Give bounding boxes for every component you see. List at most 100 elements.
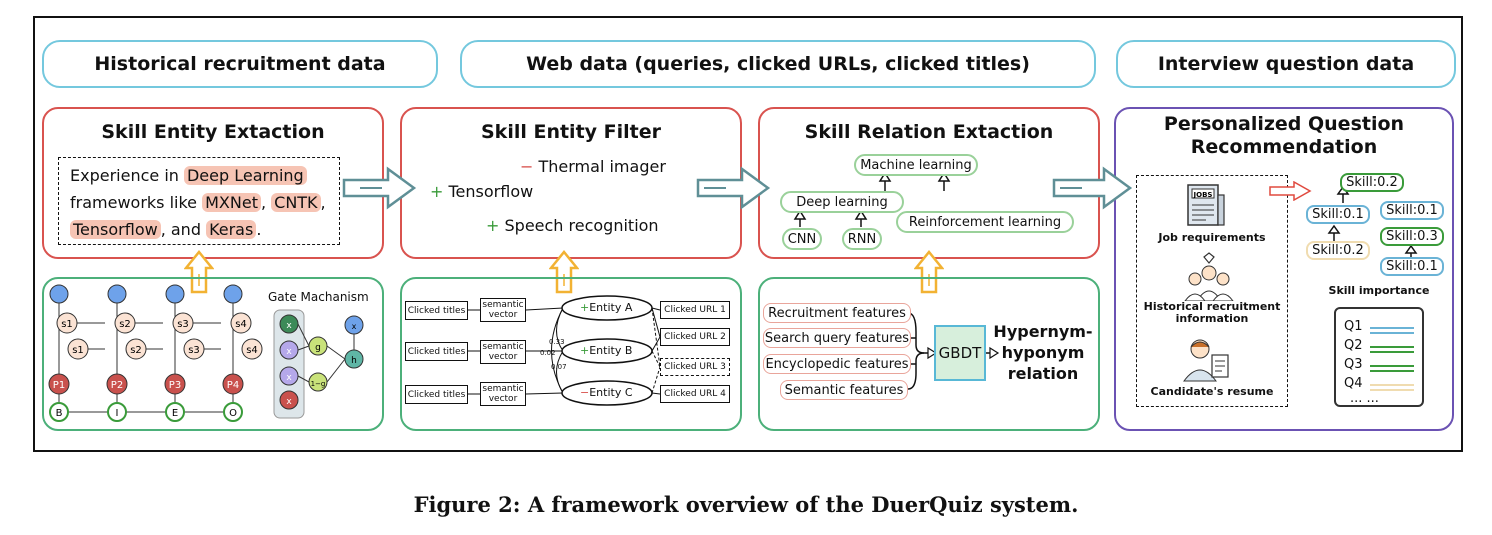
- tag-label: E: [172, 408, 178, 419]
- text-seg: Experience in: [70, 166, 184, 185]
- figure-caption: Figure 2: A framework overview of the Du…: [413, 492, 1079, 517]
- jobs-newspaper-icon: JOBS: [1187, 184, 1225, 226]
- filter-item-speech: + Speech recognition: [486, 216, 659, 235]
- historical-info-label: Historical recruitment information: [1136, 301, 1288, 325]
- output-label: P4: [227, 380, 239, 391]
- input-node: [223, 284, 243, 304]
- job-requirements-label: Job requirements: [1158, 231, 1266, 244]
- highlight-deep-learning: Deep Learning: [183, 166, 307, 185]
- feature-encyclopedic: Encyclopedic features: [763, 354, 911, 374]
- feature-search-query: Search query features: [763, 328, 911, 348]
- sv-l2: vector: [488, 310, 518, 320]
- forward-state-node: [172, 312, 194, 334]
- up-arrow-3: [914, 250, 944, 294]
- panel1-title: Skill Entity Extaction: [101, 121, 325, 143]
- highlight-keras: Keras: [206, 220, 257, 239]
- clicked-titles-box: Clicked titles: [405, 342, 468, 361]
- gate-input-panel: [273, 309, 305, 419]
- forward-state-label: s1: [61, 319, 73, 330]
- header-interview: Interview question data: [1116, 40, 1456, 88]
- gate-input-node: [279, 366, 299, 386]
- plus-icon: +: [430, 182, 444, 201]
- header-historical: Historical recruitment data: [42, 40, 438, 88]
- skill-node: Skill:0.2: [1340, 173, 1404, 192]
- minus-icon: −: [580, 386, 590, 399]
- entity-c-label: −Entity C: [580, 386, 633, 399]
- tag-node: [223, 402, 243, 422]
- plus-icon: +: [580, 301, 590, 314]
- filter-item-label: Thermal imager: [538, 157, 666, 176]
- backward-state-label: s4: [246, 345, 258, 356]
- clicked-titles-box: Clicked titles: [405, 301, 468, 320]
- plus-icon: +: [486, 216, 500, 235]
- backward-state-label: s3: [188, 345, 200, 356]
- filter-item-thermal: − Thermal imager: [520, 157, 666, 176]
- panel-gbdt: [758, 277, 1100, 431]
- gate-link: [326, 358, 346, 383]
- text-seg: ,: [260, 193, 272, 212]
- result-line2: hyponym: [1001, 343, 1085, 362]
- output-label: P3: [169, 380, 181, 391]
- skill-tree-edges: [1327, 185, 1418, 261]
- question-q3: Q3: [1344, 357, 1363, 372]
- highlight-tensorflow: Tensorflow: [70, 220, 161, 239]
- highlight-cntk: CNTK: [271, 193, 321, 212]
- backward-state-node: [67, 338, 89, 360]
- question-q2: Q2: [1344, 338, 1363, 353]
- extraction-text: Experience in Deep Learning frameworks l…: [70, 162, 326, 243]
- forward-state-label: s2: [119, 319, 131, 330]
- question-lines: [1370, 327, 1414, 391]
- gate-link: [297, 345, 310, 351]
- filter-item-label: Speech recognition: [504, 216, 659, 235]
- panel-skill-entity-extraction: Skill Entity Extaction Experience in Dee…: [42, 107, 384, 259]
- panel-personalized-recommendation: Personalized Question Recommendation JOB…: [1114, 107, 1454, 431]
- output-label: P1: [53, 380, 65, 391]
- tag-node: [107, 402, 127, 422]
- panel-bilstm-crf: [42, 277, 384, 431]
- gbdt-edges: [907, 312, 1000, 390]
- node-machine-learning: Machine learning: [854, 154, 978, 176]
- entity-a-label: +Entity A: [580, 301, 632, 314]
- node-deep-learning: Deep learning: [780, 191, 904, 213]
- question-q4: Q4: [1344, 376, 1363, 391]
- tag-label: B: [56, 408, 63, 419]
- gbdt-box: GBDT: [934, 325, 986, 381]
- text-seg: , and: [160, 220, 207, 239]
- text-seg: .: [256, 220, 262, 239]
- panel4-title: Personalized Question Recommendation: [1116, 113, 1452, 159]
- question-q1: Q1: [1344, 319, 1363, 334]
- node-cnn: CNN: [782, 228, 822, 250]
- sv-l2: vector: [488, 394, 518, 404]
- gate-input-label: x: [286, 321, 292, 331]
- forward-state-node: [114, 312, 136, 334]
- gate-g-label: g: [315, 343, 321, 353]
- skill-importance-label: Skill importance: [1328, 284, 1430, 297]
- gate-link: [297, 375, 310, 383]
- forward-state-label: s4: [235, 319, 247, 330]
- hist-line1: Historical recruitment: [1143, 300, 1281, 313]
- gate-link: [326, 345, 346, 360]
- entity-b-label: +Entity B: [580, 344, 632, 357]
- up-arrow-1: [184, 250, 214, 294]
- skill-node: Skill:0.1: [1380, 257, 1444, 276]
- backward-state-node: [183, 338, 205, 360]
- gate-input-node: [279, 390, 299, 410]
- gate-output-label: x: [352, 322, 357, 331]
- entity-matching-edges: [468, 295, 661, 406]
- clicked-titles-box: Clicked titles: [405, 385, 468, 404]
- skill-node: Skill:0.2: [1306, 241, 1370, 260]
- hist-line2: information: [1175, 312, 1249, 325]
- tag-node: [165, 402, 185, 422]
- output-node: [106, 373, 128, 395]
- red-arrow-icon: [1269, 181, 1312, 201]
- panel-skill-relation-extraction: Skill Relation Extaction Machine learnin…: [758, 107, 1100, 259]
- resume-person-icon: [1183, 339, 1229, 382]
- extraction-text-box: [58, 157, 340, 245]
- sv-l1: semantic: [482, 384, 524, 394]
- feature-recruitment: Recruitment features: [763, 303, 911, 323]
- header-web: Web data (queries, clicked URLs, clicked…: [460, 40, 1096, 88]
